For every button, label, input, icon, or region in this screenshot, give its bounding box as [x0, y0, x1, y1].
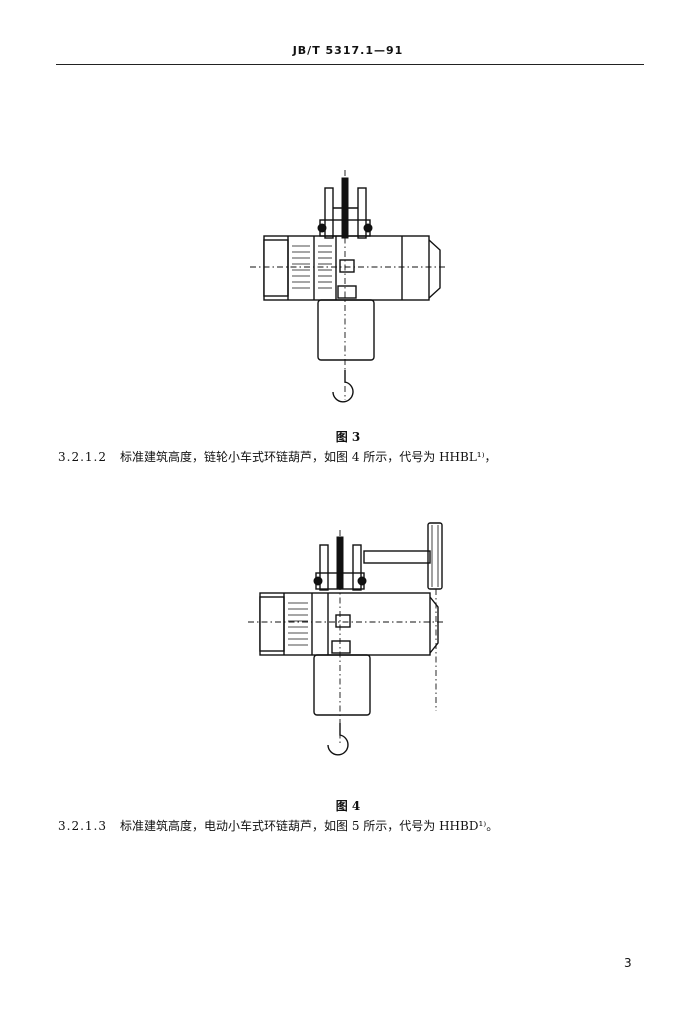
clause-number: 3.2.1.2 [58, 450, 107, 464]
paragraph-3-2-1-2: 3.2.1.2 标准建筑高度，链轮小车式环链葫芦，如图 4 所示，代号为 HHBL… [58, 448, 658, 465]
header-rule [56, 64, 644, 65]
figure-3-caption: 图 3 [335, 430, 361, 444]
figure-3-hoist-drawing [250, 170, 445, 403]
clause-text: 标准建筑高度，链轮小车式环链葫芦，如图 4 所示，代号为 HHBL¹⁾， [120, 450, 497, 464]
figure-4-hoist-drawing [248, 522, 445, 756]
page-number: 3 [624, 956, 632, 970]
running-header: JB/T 5317.1—91 [292, 44, 404, 57]
paragraph-3-2-1-3: 3.2.1.3 标准建筑高度，电动小车式环链葫芦，如图 5 所示，代号为 HHBD… [58, 817, 658, 834]
clause-text: 标准建筑高度，电动小车式环链葫芦，如图 5 所示，代号为 HHBD¹⁾。 [120, 819, 499, 833]
clause-number: 3.2.1.3 [58, 819, 107, 833]
figure-4-caption: 图 4 [335, 799, 361, 813]
